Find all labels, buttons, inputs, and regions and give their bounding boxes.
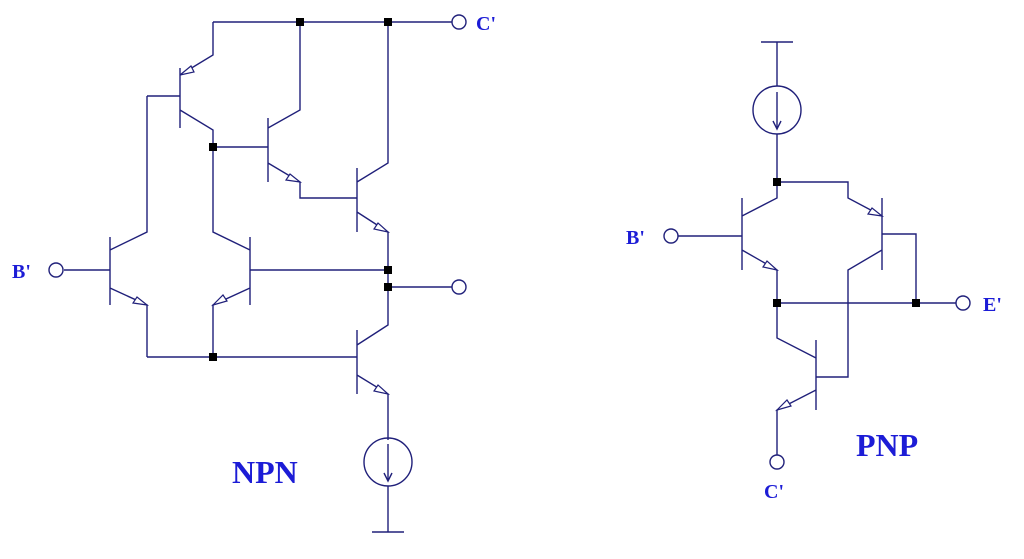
pnp-node [773,299,781,307]
pnp-current-source [752,41,802,182]
npn-q2 [213,22,357,199]
npn-q1 [147,22,214,147]
npn-q6 [147,287,389,440]
npn-title: NPN [232,454,298,490]
npn-q5-arrow [210,294,228,307]
pnp-qb [777,181,917,378]
npn-node [296,18,304,26]
npn-q3 [356,22,389,270]
pnp-qc [776,303,817,455]
npn-q4-arrow [131,296,150,306]
npn-node [384,266,392,274]
pnp-qa [678,182,778,303]
pnp-node [912,299,920,307]
pnp-base-label: B' [626,227,645,249]
npn-q3-arrow [373,222,391,234]
npn-circuit: C' B' NPN [12,13,496,533]
pnp-emitter-terminal [955,295,971,311]
pnp-collector-terminal [769,454,785,470]
pnp-circuit: B' E' C' PNP [626,41,1002,503]
npn-q2-arrow [284,173,303,183]
pnp-node [773,178,781,186]
npn-node [209,353,217,361]
pnp-title: PNP [856,427,918,463]
npn-q1-arrow [179,65,195,76]
pnp-qb-arrow [866,207,885,217]
npn-node [209,143,217,151]
pnp-emitter-label: E' [983,294,1002,316]
npn-node [384,283,392,291]
npn-output-terminal [451,279,467,295]
pnp-base-terminal [663,228,679,244]
npn-collector-label: C' [476,13,496,35]
npn-current-source [363,437,413,533]
pnp-qa-arrow [762,260,780,272]
npn-collector-terminal [451,14,467,30]
npn-q5 [212,147,388,357]
npn-q4 [64,96,148,357]
npn-q6-arrow [373,384,391,396]
npn-base-label: B' [12,261,31,283]
pnp-collector-label: C' [764,481,784,503]
npn-base-terminal [48,262,64,278]
npn-output-lead [387,270,452,288]
pnp-qc-arrow [774,399,792,412]
npn-node [384,18,392,26]
